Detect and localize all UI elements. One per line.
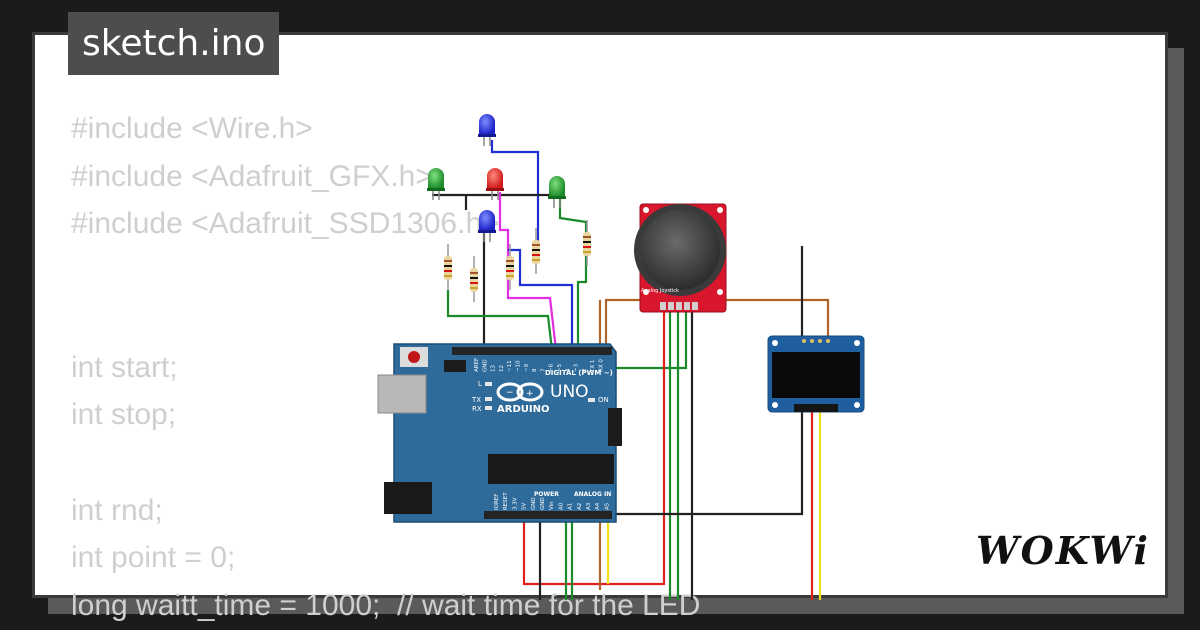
pin-label: 2 [582, 369, 588, 373]
pin-label: ~5 [557, 363, 563, 372]
oled-screen [772, 352, 860, 398]
arduino-uno-board: DIGITAL (PWM ~) − + UNO ARDUINO ON L TX … [377, 343, 622, 523]
pin-label: 12 [499, 365, 505, 372]
led-label-tx: TX [471, 396, 481, 404]
pin-label: 5V [522, 503, 528, 510]
resistor-4 [532, 228, 540, 274]
pin-label: 13 [491, 365, 497, 372]
wire-joystick-vcc [522, 308, 666, 586]
resistor-5 [583, 220, 591, 266]
on-label: ON [598, 396, 609, 404]
pin-label: ~9 [524, 363, 530, 372]
code-line: #include <Adafruit_GFX.h> [71, 159, 433, 193]
code-line: int rnd; [71, 493, 163, 527]
pin-label: 3.3V [512, 497, 518, 510]
analog-header [484, 511, 612, 519]
power-jack [384, 482, 432, 514]
led-blue-bottom [478, 210, 496, 242]
pin-label: RESET [503, 492, 509, 510]
pin-label: RX 0 [599, 359, 605, 372]
joystick-knob [640, 210, 720, 290]
resistor-3 [506, 244, 514, 290]
led-label-l: L [478, 380, 482, 388]
pin-label: IOREF [494, 494, 500, 510]
pin-label: Vin [549, 501, 555, 510]
pin-label: 8 [532, 368, 538, 372]
oled-display-module [767, 335, 865, 413]
svg-text:−: − [506, 388, 514, 398]
led-green-left [427, 168, 445, 200]
pin-label: GND [482, 359, 488, 372]
pin-label: A0 [558, 502, 564, 510]
digital-header [452, 347, 612, 355]
code-line: long waitt_time = 1000; // wait time for… [71, 589, 701, 623]
pin-label: ~10 [516, 360, 522, 372]
pin-label: A4 [595, 502, 601, 510]
pin-label: 7 [540, 368, 546, 372]
analog-joystick-module: Analog Joystick [634, 203, 727, 313]
pin-label: A2 [577, 503, 583, 510]
power-label: POWER [534, 491, 559, 498]
resistor-1 [444, 244, 452, 290]
microcontroller-chip [488, 454, 614, 484]
pin-label: ~6 [549, 363, 555, 372]
pin-label: AREF [474, 358, 480, 372]
code-line: int start; [71, 350, 178, 384]
wire-joystick-sel [604, 308, 688, 370]
wire-oled-gnd [612, 246, 804, 516]
code-editor-preview: #include <Wire.h> #include <Adafruit_GFX.… [71, 105, 700, 630]
brand-label: ARDUINO [497, 404, 549, 415]
code-line: #include <Adafruit_SSD1306.h> [71, 207, 500, 241]
pin-label: ~3 [574, 363, 580, 372]
pin-label: A1 [568, 503, 574, 510]
wokwi-logo: WOKWi [976, 528, 1150, 573]
pin-label: A5 [604, 502, 610, 510]
pin-label: TX 1 [590, 360, 596, 373]
led-green-right [548, 176, 566, 208]
file-title-tab: sketch.ino [68, 12, 280, 75]
led-red [486, 168, 504, 200]
leds [427, 114, 566, 242]
pin-label: ~11 [507, 360, 513, 372]
code-line: #include <Wire.h> [71, 112, 313, 145]
usb-port [377, 374, 427, 414]
digital-label: DIGITAL (PWM ~) [545, 369, 613, 377]
code-line: int point = 0; [71, 541, 236, 575]
svg-text:+: + [526, 389, 534, 399]
code-line: int stop; [71, 398, 177, 432]
pin-label: A3 [586, 502, 592, 510]
analog-label: ANALOG IN [574, 491, 611, 498]
arduino-logo: − + [496, 382, 544, 402]
pin-label: GND [531, 497, 537, 510]
pin-label: 4 [565, 368, 571, 372]
model-label: UNO [550, 382, 589, 402]
led-label-rx: RX [472, 405, 482, 413]
pin-label: GND [540, 497, 546, 510]
led-blue-top [478, 114, 496, 146]
joystick-label: Analog Joystick [641, 288, 679, 294]
wire-green-left [446, 290, 554, 351]
resistor-2 [470, 256, 478, 302]
reset-button [408, 351, 420, 363]
resistors [444, 220, 591, 302]
wire-blue-pin [508, 248, 574, 350]
